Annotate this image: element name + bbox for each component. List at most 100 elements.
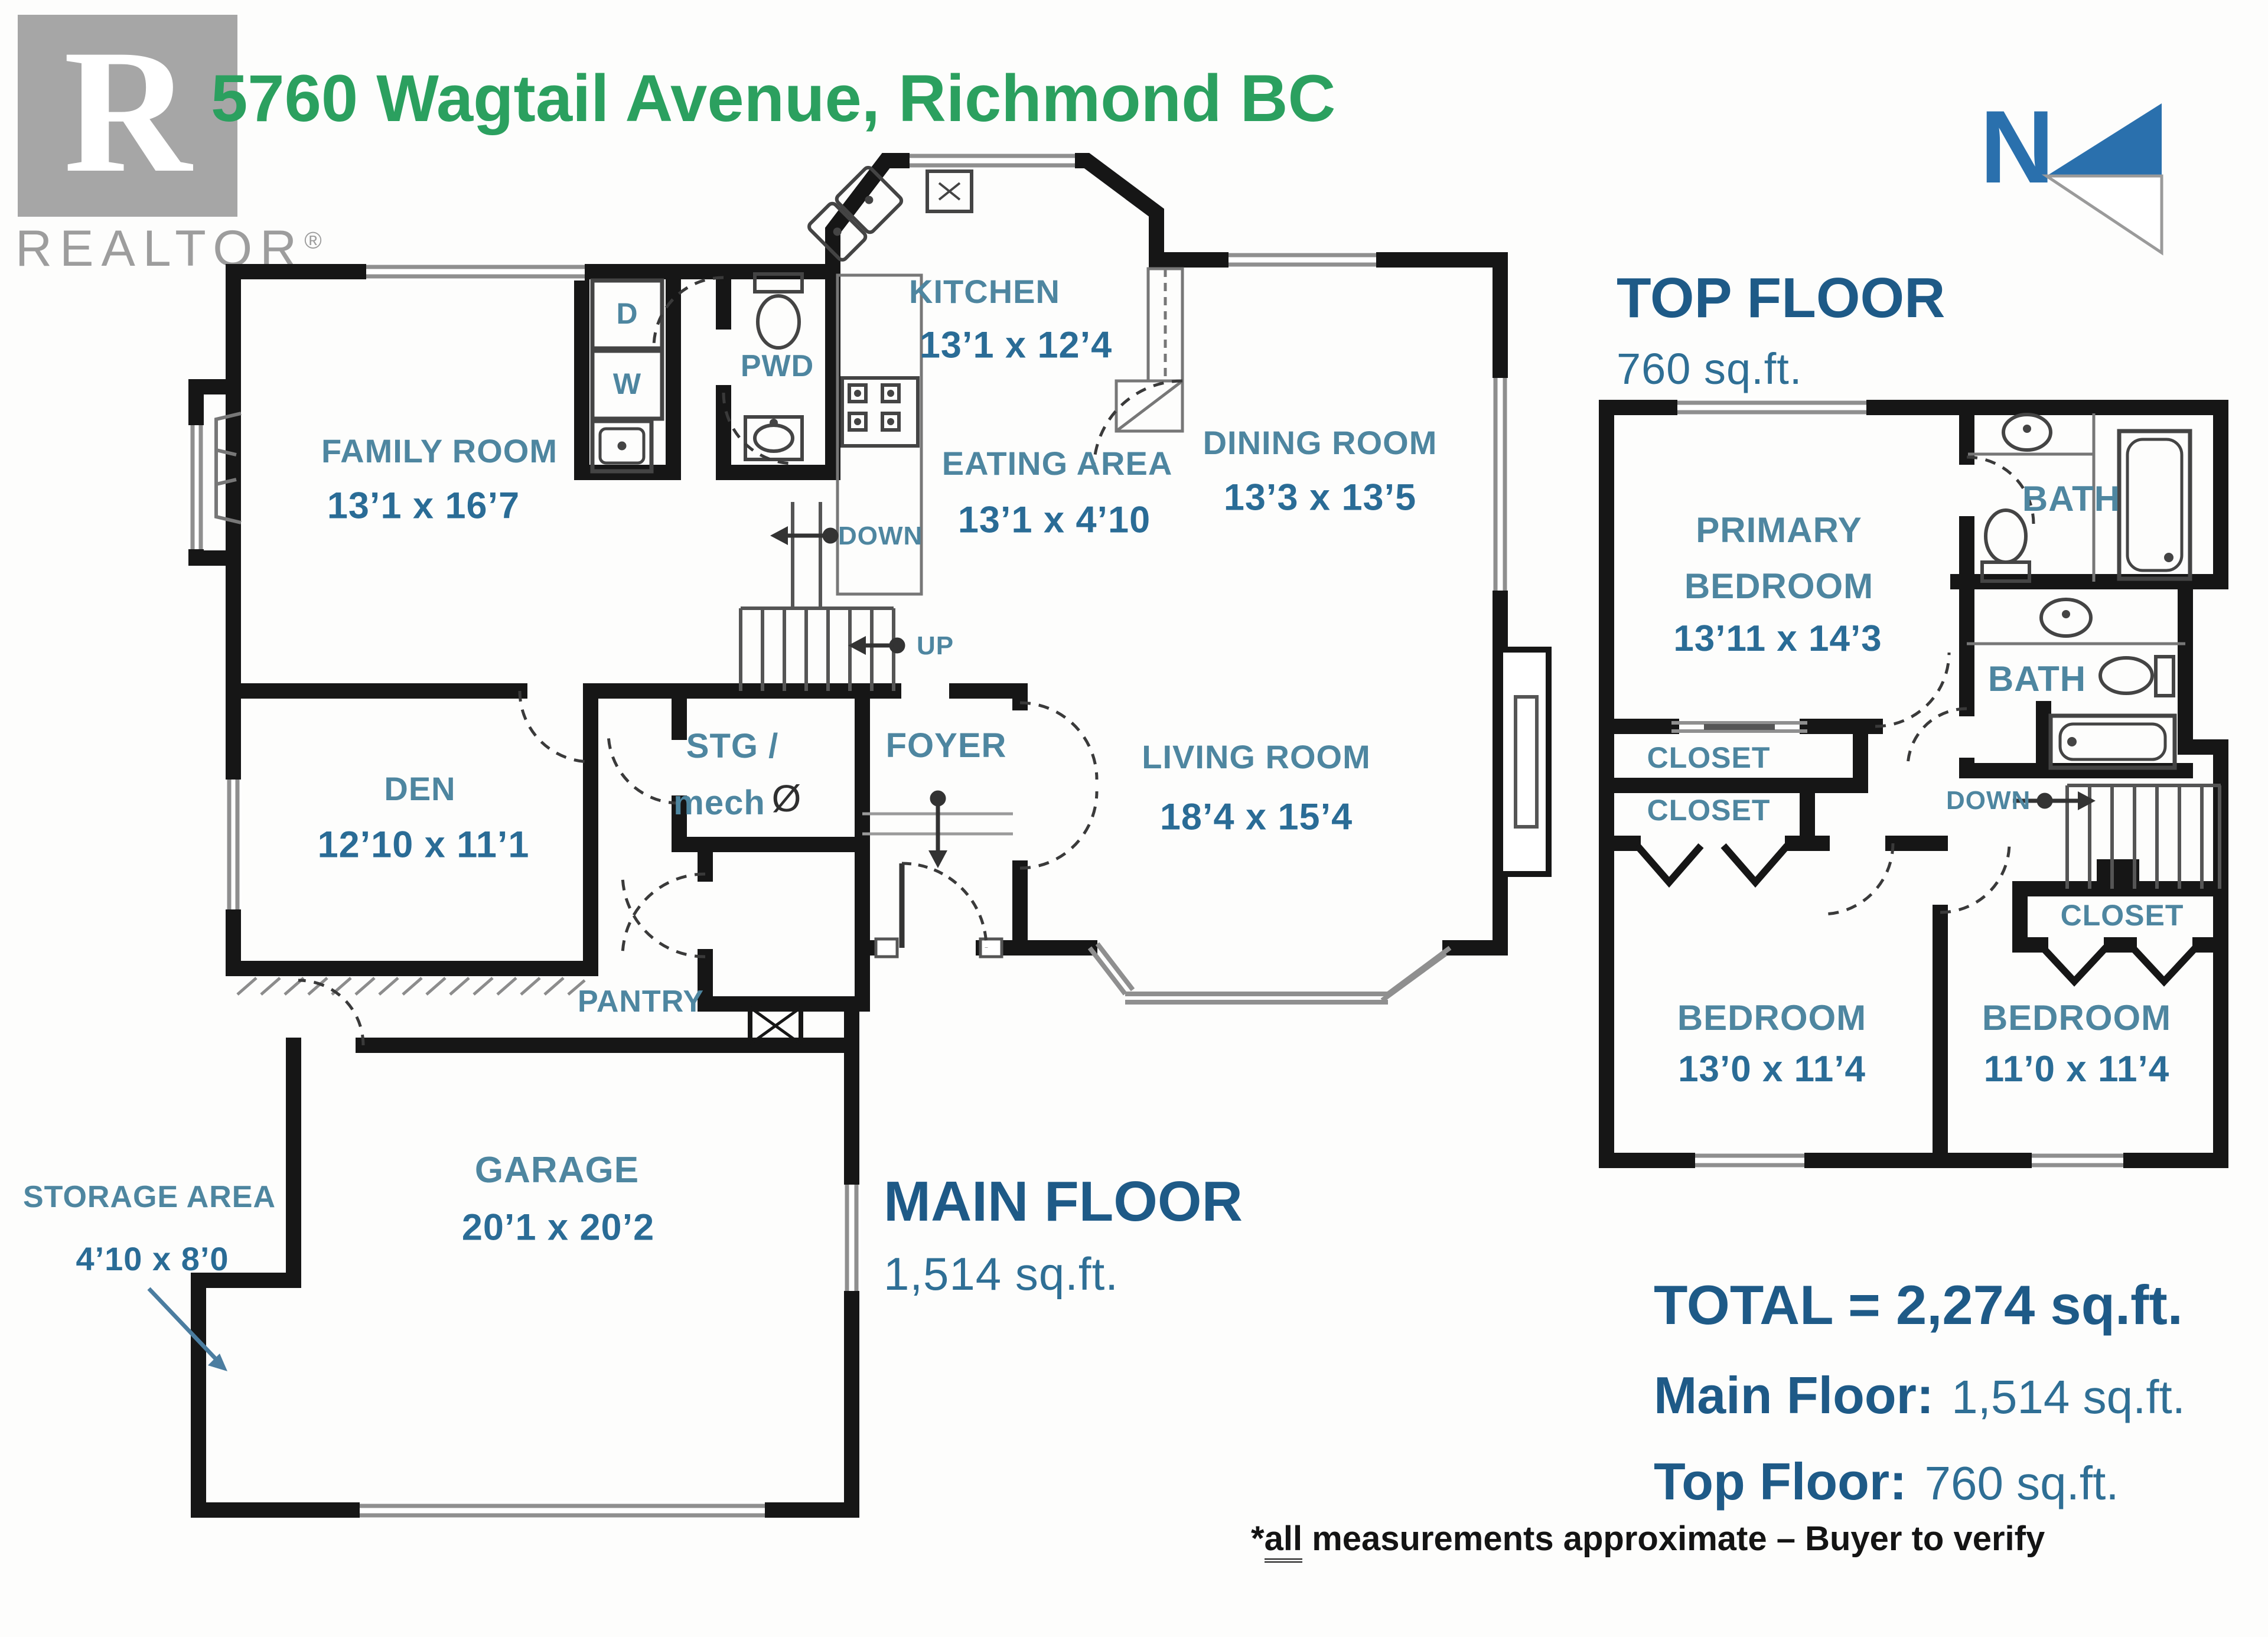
- main-floor-heading: MAIN FLOOR: [884, 1170, 1243, 1233]
- main-bath-label: BATH: [1987, 659, 2087, 699]
- top-floor-summary-value: 760 sq.ft.: [1924, 1457, 2119, 1509]
- kitchen-dims: 13’1 x 12’4: [919, 324, 1113, 366]
- top-floor-heading: TOP FLOOR: [1617, 266, 1946, 330]
- pwd-toilet-icon: [753, 272, 804, 350]
- dining-room-dims: 13’3 x 13’5: [1223, 477, 1417, 519]
- ensuite-fixtures: [1968, 413, 2192, 583]
- north-compass-letter: N: [1980, 90, 2055, 205]
- garage-dims: 20’1 x 20’2: [461, 1206, 655, 1248]
- top-floor-area: 760 sq.ft.: [1617, 344, 1803, 393]
- storage-area-label: STORAGE AREA: [22, 1180, 276, 1214]
- ensuite-toilet-icon: [1980, 508, 2031, 583]
- pwd-label: PWD: [740, 349, 814, 383]
- eating-area-dims: 13’1 x 4’10: [957, 499, 1151, 541]
- page-title-address: 5760 Wagtail Avenue, Richmond BC: [211, 61, 1336, 135]
- disclaimer-text: *all measurements approximate – Buyer to…: [1251, 1519, 2045, 1563]
- storage-area-dims: 4’10 x 8’0: [76, 1240, 229, 1277]
- main-bath-sink-icon: [2039, 598, 2093, 638]
- closet-bifold-doors: [1634, 843, 2199, 987]
- disclaimer-underlined-word: all: [1264, 1519, 1303, 1563]
- chimney-block: [2097, 859, 2139, 891]
- top-floor-door-arcs: [1821, 455, 2035, 916]
- north-arrow-icon: [2041, 103, 2163, 256]
- top-stairs-down-arrow: [2013, 791, 2096, 810]
- ensuite-sink-icon: [2002, 413, 2052, 452]
- top-stairs: [2065, 784, 2221, 889]
- total-area-line: TOTAL = 2,274 sq.ft.: [1654, 1274, 2183, 1336]
- right-bedroom-dims: 11’0 x 11’4: [1983, 1049, 2170, 1090]
- laundry-sink-icon: [590, 419, 654, 474]
- stg-label: STG /: [686, 727, 779, 765]
- primary-closet-label: CLOSET: [1647, 741, 1771, 774]
- dryer-label: D: [616, 297, 638, 330]
- main-floor-windows: [190, 154, 1507, 1518]
- den-dims: 12’10 x 11’1: [317, 824, 530, 866]
- right-bedroom-label: BEDROOM: [1982, 998, 2172, 1038]
- left-bedroom-closet-label: CLOSET: [1647, 794, 1771, 827]
- living-room-dims: 18’4 x 15’4: [1159, 796, 1353, 838]
- primary-closet-opening: [1671, 721, 1807, 733]
- eating-area-label: EATING AREA: [941, 445, 1173, 482]
- dining-room-label: DINING ROOM: [1203, 424, 1438, 461]
- left-bedroom-label: BEDROOM: [1677, 998, 1867, 1038]
- storage-area-arrow: [147, 1287, 227, 1371]
- family-room-label: FAMILY ROOM: [321, 432, 558, 469]
- fireplace-icon: [1497, 647, 1552, 877]
- main-floor-summary-line: Main Floor: 1,514 sq.ft.: [1654, 1365, 2185, 1426]
- garage-label: GARAGE: [474, 1150, 640, 1191]
- primary-bedroom-label-line1: PRIMARY: [1696, 510, 1862, 550]
- top-floor-summary-line: Top Floor: 760 sq.ft.: [1654, 1452, 2185, 1512]
- main-bath-bathtub-icon: [2048, 713, 2177, 770]
- primary-bedroom-dims: 13’11 x 14’3: [1673, 618, 1882, 659]
- top-floor-windows: [1677, 400, 2123, 1168]
- kitchen-corner-sink-icon: [807, 165, 904, 262]
- foyer-label: FOYER: [885, 726, 1007, 765]
- disclaimer-star: *: [1251, 1519, 1265, 1558]
- pantry-label: PANTRY: [578, 984, 704, 1019]
- washer-icon: [590, 348, 664, 421]
- stove-icon: [840, 376, 920, 448]
- family-room-chimney: [214, 412, 242, 524]
- registered-trademark-icon: ®: [304, 227, 322, 254]
- top-stairs-down-label: DOWN: [1946, 786, 2031, 815]
- stairs-up-arrow: [848, 636, 905, 655]
- left-bedroom-dims: 13’0 x 11’4: [1678, 1049, 1866, 1090]
- mech-label: mech: [673, 784, 765, 822]
- main-floor-area: 1,514 sq.ft.: [884, 1248, 1119, 1300]
- ensuite-bathtub-icon: [2117, 429, 2192, 581]
- main-floor-plan: [147, 152, 1552, 1519]
- pwd-fixtures: [744, 272, 804, 461]
- entry-arrow: [928, 790, 947, 868]
- family-room-dims: 13’1 x 16’7: [327, 485, 520, 527]
- top-floor-plan: [1599, 399, 2228, 1169]
- main-bath-fixtures: [1967, 598, 2185, 770]
- disclaimer-rest: measurements approximate – Buyer to veri…: [1302, 1519, 2045, 1558]
- stairs-up-label: UP: [917, 631, 954, 660]
- realtor-logo: R: [18, 15, 237, 217]
- stairs-down-label: DOWN: [838, 521, 923, 550]
- stairs-down-arrow: [770, 526, 839, 545]
- front-door: [874, 862, 1003, 958]
- area-summary: TOTAL = 2,274 sq.ft. Main Floor: 1,514 s…: [1654, 1273, 2185, 1538]
- main-floor-door-arcs: [298, 276, 1183, 1046]
- deck-hatch: [236, 977, 586, 996]
- kitchen-counters: [836, 267, 1184, 596]
- ensuite-bath-label: BATH: [2022, 479, 2121, 519]
- den-label: DEN: [384, 770, 456, 807]
- main-bath-toilet-icon: [2098, 655, 2175, 697]
- top-floor-summary-label: Top Floor:: [1654, 1452, 1907, 1511]
- main-floor-summary-label: Main Floor:: [1654, 1366, 1934, 1424]
- pwd-sink-icon: [744, 415, 804, 461]
- right-bedroom-closet-label: CLOSET: [2060, 899, 2184, 932]
- mech-symbol-icon: Ø: [771, 777, 802, 820]
- primary-bedroom-label-line2: BEDROOM: [1684, 566, 1874, 606]
- living-room-bay-window: [1087, 942, 1452, 1005]
- kitchen-label: KITCHEN: [909, 273, 1060, 310]
- realtor-r-icon: R: [63, 13, 192, 209]
- laundry-appliances: [590, 278, 664, 474]
- washer-label: W: [612, 367, 642, 400]
- living-room-label: LIVING ROOM: [1142, 738, 1371, 775]
- kitchen-skylight-icon: [926, 169, 973, 213]
